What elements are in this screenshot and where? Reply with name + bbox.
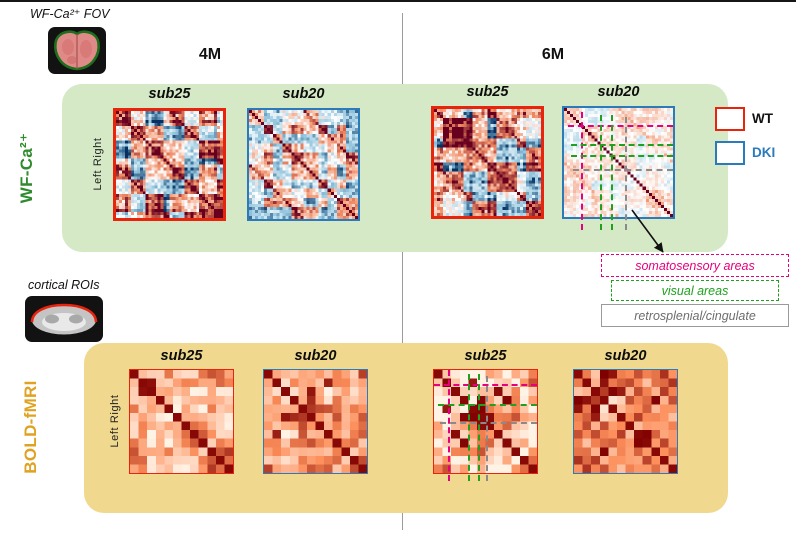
- fov-caption: WF-Ca²⁺ FOV: [30, 7, 110, 21]
- roi-caption: cortical ROIs: [28, 278, 100, 292]
- subject-label: sub20: [294, 348, 337, 364]
- matrix-canvas: [130, 370, 233, 473]
- subject-label: sub20: [604, 348, 647, 364]
- subject-label: sub25: [464, 348, 507, 364]
- matrix-ca-4m-sub25: [113, 108, 226, 221]
- annotation-visual: visual areas: [611, 280, 779, 301]
- matrix-canvas: [434, 370, 537, 473]
- annotation-somatosensory: somatosensory areas: [601, 254, 789, 277]
- matrix-ca-4m-sub20: [247, 108, 360, 221]
- matrix-canvas: [564, 108, 673, 217]
- matrix-bold-4m-sub20: [263, 369, 368, 474]
- subject-label: sub20: [282, 86, 325, 102]
- matrix-bold-6m-sub20: [573, 369, 678, 474]
- matrix-canvas: [264, 370, 367, 473]
- subject-label: sub20: [597, 84, 640, 100]
- matrix-canvas: [574, 370, 677, 473]
- legend-wt-label: WT: [752, 111, 773, 126]
- annotation-retrosplenial: retrosplenial/cingulate: [601, 304, 789, 327]
- matrix-canvas: [116, 111, 223, 218]
- matrix-bold-6m-sub25: [433, 369, 538, 482]
- bold-panel-label: BOLD-fMRI: [21, 380, 40, 474]
- matrix-bold-4m-sub25: [129, 369, 234, 474]
- column-divider-line: [402, 13, 403, 530]
- subject-label: sub25: [160, 348, 203, 364]
- figure-top-border: [0, 0, 796, 2]
- subject-label: sub25: [466, 84, 509, 100]
- bold-hemisphere-axis-label: Left Right: [109, 394, 121, 448]
- legend-wt-swatch: [715, 107, 745, 131]
- matrix-ca-6m-sub20: [562, 106, 675, 231]
- subject-label: sub25: [148, 86, 191, 102]
- brain-fov-icon: [48, 27, 106, 79]
- col-header-4m: 4M: [198, 46, 222, 63]
- matrix-canvas: [434, 109, 541, 216]
- brain-roi-icon: [25, 296, 103, 347]
- matrix-ca-6m-sub25: [431, 106, 544, 219]
- ca-hemisphere-axis-label: Left Right: [92, 137, 104, 191]
- ca-panel-label: WF-Ca²⁺: [17, 132, 36, 204]
- legend-dki-label: DKI: [752, 145, 776, 160]
- legend-dki-swatch: [715, 141, 745, 165]
- matrix-canvas: [249, 110, 358, 219]
- col-header-6m: 6M: [541, 46, 565, 63]
